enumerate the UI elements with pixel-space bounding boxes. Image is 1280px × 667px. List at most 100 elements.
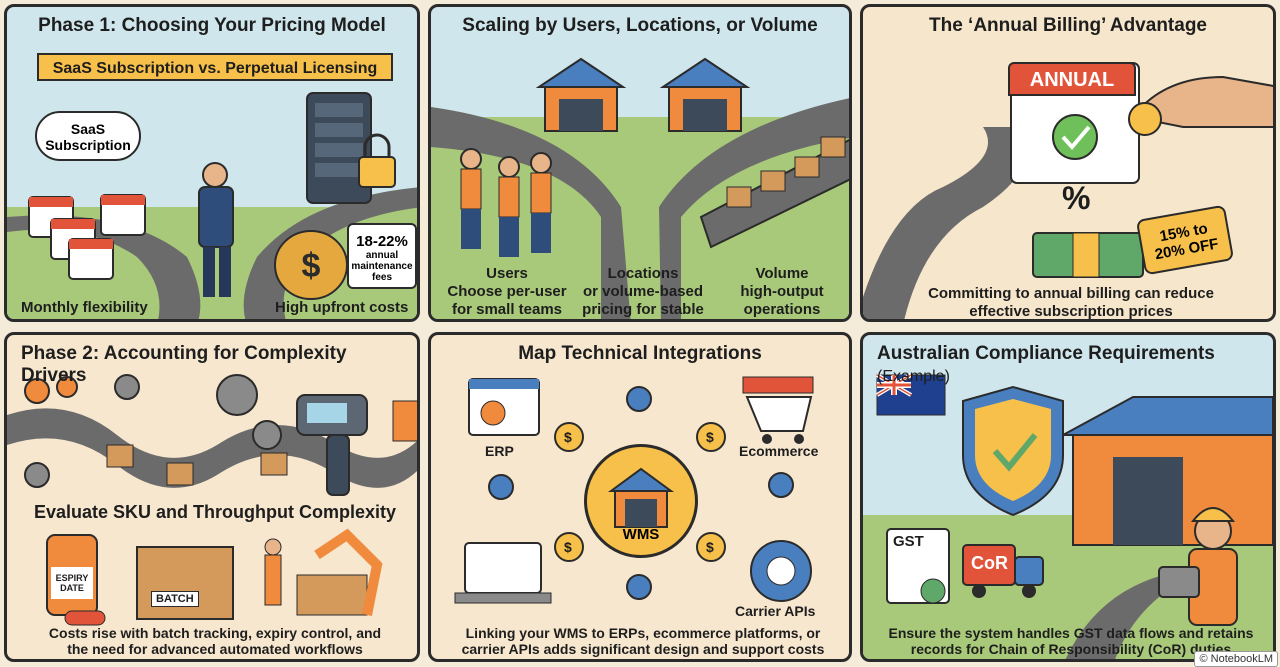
locations-line-2: pricing for stable (582, 301, 704, 318)
boxes-icons (106, 400, 417, 486)
fee-label-2: maintenance (351, 261, 413, 272)
carrier-apis-label: Carrier APIs (735, 603, 816, 619)
volume-title: Volume (755, 265, 809, 282)
expiry-label-2: DATE (60, 583, 84, 593)
locations-line-1: or volume-based (582, 283, 704, 300)
ecommerce-label: Ecommerce (739, 443, 819, 459)
shield-check-icon (962, 385, 1064, 517)
australian-flag-icon (875, 373, 946, 416)
globe-gear-icon (750, 540, 812, 602)
complexity-caption-line-2: the need for advanced automated workflow… (67, 641, 363, 657)
warehouse-icon (659, 57, 751, 132)
saas-cloud: SaaS Subscription (35, 111, 141, 161)
money-bag-icon: $ (274, 230, 348, 300)
cor-label: CoR (971, 553, 1008, 573)
panel-pricing-model: $ Phase 1: Choosing Your Pricing Model S… (4, 4, 420, 322)
warehouse-icon (607, 467, 675, 528)
server-rack-icon (306, 92, 396, 204)
billing-caption: Committing to annual billing can reduce … (873, 285, 1269, 320)
panel-title: Scaling by Users, Locations, or Volume (462, 15, 818, 36)
right-caption: High upfront costs (275, 299, 409, 316)
compliance-caption-line-1: Ensure the system handles GST data flows… (888, 625, 1254, 641)
users-line-2: for small teams (451, 301, 563, 318)
wms-label: WMS (622, 526, 660, 543)
integrations-caption: Linking your WMS to ERPs, ecommerce plat… (439, 625, 847, 657)
calendar-icons (28, 194, 146, 280)
integrations-caption-line-1: Linking your WMS to ERPs, ecommerce plat… (465, 625, 821, 641)
billing-caption-line-2: effective subscription prices (969, 303, 1173, 320)
gst-label: GST (893, 533, 924, 550)
notebooklm-watermark: © NotebookLM (1194, 651, 1278, 667)
truck-icon (962, 544, 1044, 598)
laptop-icon (454, 542, 552, 604)
network-node-icons (488, 386, 794, 600)
cloud-line-1: SaaS (70, 121, 106, 137)
dollar-coin-icons (554, 422, 726, 562)
comparison-banner: SaaS Subscription vs. Perpetual Licensin… (37, 53, 393, 81)
annual-calendar-header: ANNUAL (1008, 62, 1136, 96)
compliance-title-suffix: (Example) (877, 368, 950, 385)
expiry-bottle-icon (46, 534, 106, 626)
billing-scene (863, 62, 1273, 319)
erp-window-icon (468, 378, 540, 436)
worker-figure (1158, 507, 1238, 626)
businessman-figure (198, 162, 234, 297)
svg-text:$: $ (302, 247, 321, 285)
fee-label-1: annual (365, 250, 399, 261)
cloud-line-2: Subscription (45, 137, 131, 153)
volume-line-1: high-output (740, 283, 824, 300)
workers-group (460, 148, 552, 257)
billing-caption-line-1: Committing to annual billing can reduce (928, 285, 1214, 302)
barcode-scanner-icon (296, 394, 368, 496)
batch-box-icon (136, 546, 234, 620)
cash-stack-icon (1032, 232, 1144, 278)
users-line-1: Choose per-user (447, 283, 567, 300)
panel-title: Phase 1: Choosing Your Pricing Model (38, 15, 386, 36)
conveyor-boxes (699, 136, 849, 249)
compliance-scene (863, 373, 1273, 659)
panel-title: Map Technical Integrations (518, 343, 762, 364)
fee-label-3: fees (371, 272, 392, 283)
panel-title: Australian Compliance Requirements (Exam… (877, 343, 1273, 387)
dollar-sign-3: $ (564, 539, 572, 555)
panel-annual-billing: The ‘Annual Billing’ Advantage Committin… (860, 4, 1276, 322)
expiry-label: ESPIRY DATE (53, 573, 91, 593)
left-caption: Monthly flexibility (21, 299, 148, 316)
scaling-scene (431, 57, 849, 319)
complexity-subtitle: Evaluate SKU and Throughput Complexity (33, 502, 397, 522)
volume-block: Volume high-output operations (717, 265, 847, 319)
compliance-caption-line-2: records for Chain of Responsibility (CoR… (910, 641, 1232, 657)
complexity-caption: Costs rise with batch tracking, expiry c… (17, 625, 413, 657)
integrations-caption-line-2: carrier APIs adds significant design and… (461, 641, 825, 657)
locations-title: Locations (607, 265, 679, 282)
robot-arm-icon (264, 528, 383, 616)
gear-icons (24, 374, 282, 488)
shopping-cart-icon (742, 376, 814, 444)
complexity-caption-line-1: Costs rise with batch tracking, expiry c… (48, 625, 382, 641)
wms-hub (584, 444, 698, 558)
dollar-sign-4: $ (706, 539, 714, 555)
dollar-sign-1: $ (564, 429, 572, 445)
complexity-scene (7, 374, 417, 626)
warehouse-icon (535, 57, 627, 132)
volume-line-2: operations (743, 301, 821, 318)
fee-percentage: 18-22% (356, 233, 408, 250)
panel-title: Phase 2: Accounting for Complexity Drive… (21, 343, 347, 386)
panel-title: The ‘Annual Billing’ Advantage (929, 15, 1207, 36)
locations-block: Locations or volume-based pricing for st… (573, 265, 713, 319)
warehouse-icon (1062, 396, 1273, 546)
users-title: Users (486, 265, 528, 282)
integrations-scene (454, 376, 814, 604)
maintenance-fee-badge: 18-22% annual maintenance fees (347, 223, 417, 289)
batch-label: BATCH (151, 591, 199, 607)
panel-scaling: Scaling by Users, Locations, or Volume U… (428, 4, 852, 322)
panel-complexity: Phase 2: Accounting for Complexity Drive… (4, 332, 420, 662)
panel-compliance: Australian Compliance Requirements (Exam… (860, 332, 1276, 662)
hand-coin-icon (1128, 75, 1273, 136)
compliance-caption: Ensure the system handles GST data flows… (871, 625, 1271, 657)
percent-symbol: % (1062, 180, 1091, 216)
erp-label: ERP (485, 443, 514, 459)
compliance-title: Australian Compliance Requirements (877, 343, 1215, 364)
dollar-sign-2: $ (706, 429, 714, 445)
document-icon (886, 528, 950, 604)
